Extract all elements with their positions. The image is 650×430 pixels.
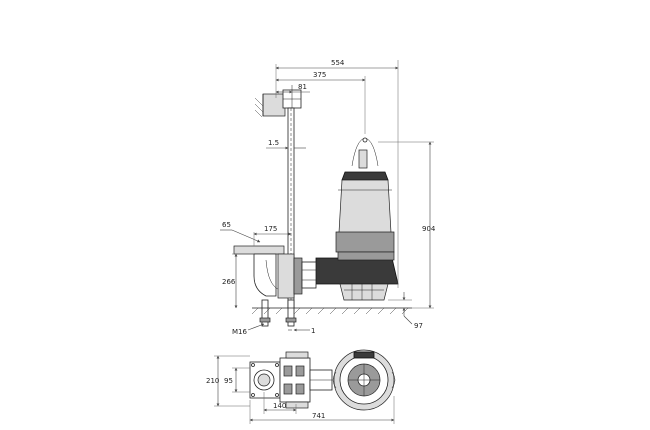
pump-motor (315, 137, 399, 301)
dim-label-741: 741 (312, 412, 325, 420)
anchor-bolts (259, 299, 297, 327)
plan-coupling (279, 351, 333, 409)
dim-label-1-5: 1.5 (268, 139, 279, 147)
plan-pump-body (332, 349, 396, 411)
plan-view-dimension-lines (214, 355, 395, 424)
dim-label-210: 210 (206, 377, 219, 385)
dim-label-140: 140 (273, 402, 286, 410)
dim-label-81: 81 (298, 83, 307, 91)
dim-label-97: 97 (414, 322, 423, 330)
dim-label-m16: M16 (232, 328, 247, 336)
floor-line (251, 307, 412, 315)
discharge-elbow (233, 245, 317, 299)
side-view-dimension-lines (220, 60, 434, 332)
dim-label-266: 266 (222, 278, 236, 286)
wall-bracket (254, 85, 302, 118)
side-elevation-view: 554 375 81 1.5 65 175 266 904 97 M16 1 (220, 59, 436, 336)
dim-label-175: 175 (264, 225, 277, 233)
dim-label-65: 65 (222, 221, 231, 229)
dim-label-554: 554 (331, 59, 345, 67)
dim-label-375: 375 (313, 71, 326, 79)
dim-label-95: 95 (224, 377, 233, 385)
plan-discharge-flange (249, 361, 281, 399)
dim-label-1: 1 (311, 327, 315, 335)
dim-label-904: 904 (422, 225, 436, 233)
plan-view: 210 95 140 741 (206, 349, 396, 424)
